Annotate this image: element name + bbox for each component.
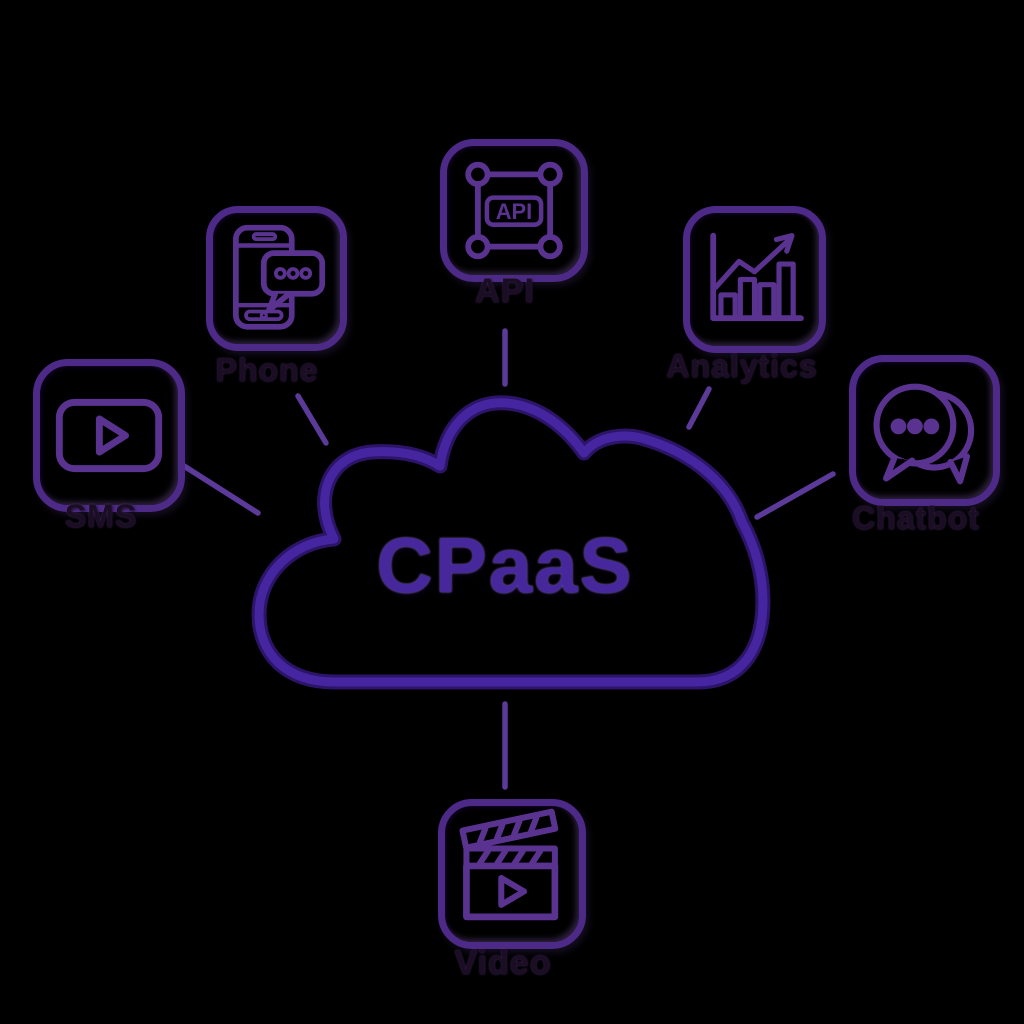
- node-card-analytics: [683, 206, 826, 353]
- api-icon-text: API: [496, 199, 533, 224]
- node-label-phone: Phone: [215, 352, 319, 388]
- node-card-api: API: [440, 139, 588, 282]
- connector-chatbot: [754, 471, 836, 520]
- api-frame-icon: API: [465, 161, 563, 260]
- bar-chart-growth-icon: [710, 232, 804, 322]
- node-card-chatbot: [849, 355, 1000, 506]
- chat-bubbles-icon: [873, 383, 975, 485]
- cpaas-cloud-shape: [251, 395, 771, 690]
- connector-phone: [295, 393, 329, 446]
- node-label-chatbot: Chatbot: [852, 500, 980, 536]
- node-label-analytics: Analytics: [666, 348, 818, 384]
- connector-sms: [181, 463, 261, 516]
- smartphone-message-icon: [233, 224, 326, 330]
- media-play-icon: [55, 398, 163, 473]
- node-label-api: API: [475, 272, 535, 310]
- node-label-video: Video: [454, 944, 552, 982]
- node-card-phone: [206, 206, 347, 351]
- connector-lines: [181, 328, 836, 790]
- node-card-sms: [33, 359, 185, 512]
- node-card-video: [438, 799, 586, 949]
- cloud-center-title: CPaaS: [376, 521, 634, 609]
- node-label-sms: SMS: [64, 498, 138, 534]
- clapperboard-play-icon: [459, 808, 559, 921]
- connector-analytics: [686, 386, 712, 430]
